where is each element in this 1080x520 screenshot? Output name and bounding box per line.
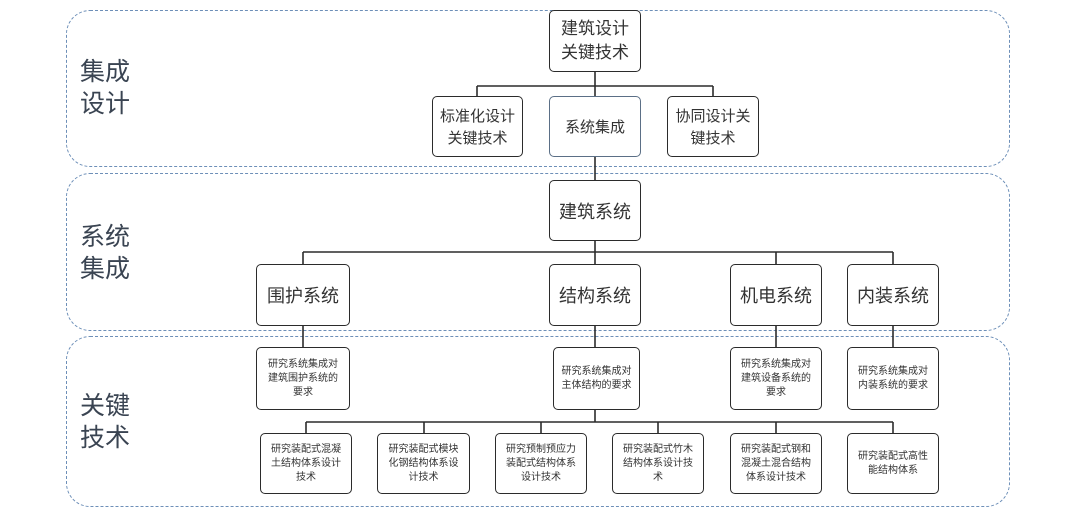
node-enclosure-system-label: 围护系统 bbox=[267, 286, 339, 307]
node-interior-system: 内装系统 bbox=[847, 264, 939, 326]
node-interior-system-label: 内装系统 bbox=[857, 286, 929, 307]
node-tech-prestressed: 研究预制预应力 装配式结构体系 设计技术 bbox=[495, 433, 587, 494]
node-structure-system-label: 结构系统 bbox=[559, 286, 631, 307]
node-req-interior-label: 研究系统集成对 内装系统的要求 bbox=[858, 365, 928, 391]
node-enclosure-system: 围护系统 bbox=[256, 264, 350, 326]
node-mep-system-label: 机电系统 bbox=[740, 286, 812, 307]
node-req-enclosure-label: 研究系统集成对 建筑围护系统的 要求 bbox=[268, 358, 338, 398]
node-req-mep-label: 研究系统集成对 建筑设备系统的 要求 bbox=[741, 358, 811, 398]
band-integrated-design bbox=[66, 10, 1010, 167]
node-req-interior: 研究系统集成对 内装系统的要求 bbox=[847, 347, 939, 410]
band-label-key-technology: 关键 技术 bbox=[80, 391, 131, 452]
node-tech-steel-concrete: 研究装配式钢和 混凝土混合结构 体系设计技术 bbox=[730, 433, 822, 494]
node-req-structure: 研究系统集成对 主体结构的要求 bbox=[553, 347, 640, 410]
band-label-integrated-design: 集成 设计 bbox=[80, 57, 131, 118]
node-tech-steel-concrete-label: 研究装配式钢和 混凝土混合结构 体系设计技术 bbox=[741, 443, 811, 483]
band-key-technology bbox=[66, 336, 1010, 507]
node-standardized-design-label: 标准化设计 关键技术 bbox=[439, 106, 515, 147]
node-req-mep: 研究系统集成对 建筑设备系统的 要求 bbox=[730, 347, 822, 410]
node-system-integration: 系统集成 bbox=[549, 96, 641, 157]
node-collaborative-design-label: 协同设计关 键技术 bbox=[675, 106, 751, 147]
node-req-enclosure: 研究系统集成对 建筑围护系统的 要求 bbox=[256, 347, 350, 410]
node-tech-concrete: 研究装配式混凝 土结构体系设计 技术 bbox=[260, 433, 352, 494]
band-label-system-integration: 系统 集成 bbox=[80, 222, 131, 283]
node-tech-modular-steel-label: 研究装配式模块 化钢结构体系设 计技术 bbox=[388, 443, 459, 483]
node-mep-system: 机电系统 bbox=[730, 264, 822, 326]
node-tech-bamboo-wood: 研究装配式竹木 结构体系设计技 术 bbox=[612, 433, 704, 494]
node-tech-bamboo-wood-label: 研究装配式竹木 结构体系设计技 术 bbox=[623, 443, 693, 483]
node-tech-concrete-label: 研究装配式混凝 土结构体系设计 技术 bbox=[271, 443, 341, 483]
node-tech-modular-steel: 研究装配式模块 化钢结构体系设 计技术 bbox=[377, 433, 470, 494]
node-tech-high-performance-label: 研究装配式高性 能结构体系 bbox=[858, 450, 928, 476]
node-collaborative-design: 协同设计关 键技术 bbox=[667, 96, 759, 157]
band-system-integration bbox=[66, 173, 1010, 331]
node-structure-system: 结构系统 bbox=[549, 264, 641, 326]
node-req-structure-label: 研究系统集成对 主体结构的要求 bbox=[561, 365, 632, 391]
node-tech-prestressed-label: 研究预制预应力 装配式结构体系 设计技术 bbox=[506, 443, 576, 483]
node-building-system-label: 建筑系统 bbox=[559, 201, 631, 223]
node-system-integration-label: 系统集成 bbox=[564, 117, 625, 136]
node-root-design-key-tech: 建筑设计 关键技术 bbox=[549, 10, 641, 72]
node-standardized-design: 标准化设计 关键技术 bbox=[432, 96, 523, 157]
node-root-label: 建筑设计 关键技术 bbox=[561, 19, 629, 63]
node-tech-high-performance: 研究装配式高性 能结构体系 bbox=[847, 433, 939, 494]
node-building-system: 建筑系统 bbox=[549, 180, 641, 241]
